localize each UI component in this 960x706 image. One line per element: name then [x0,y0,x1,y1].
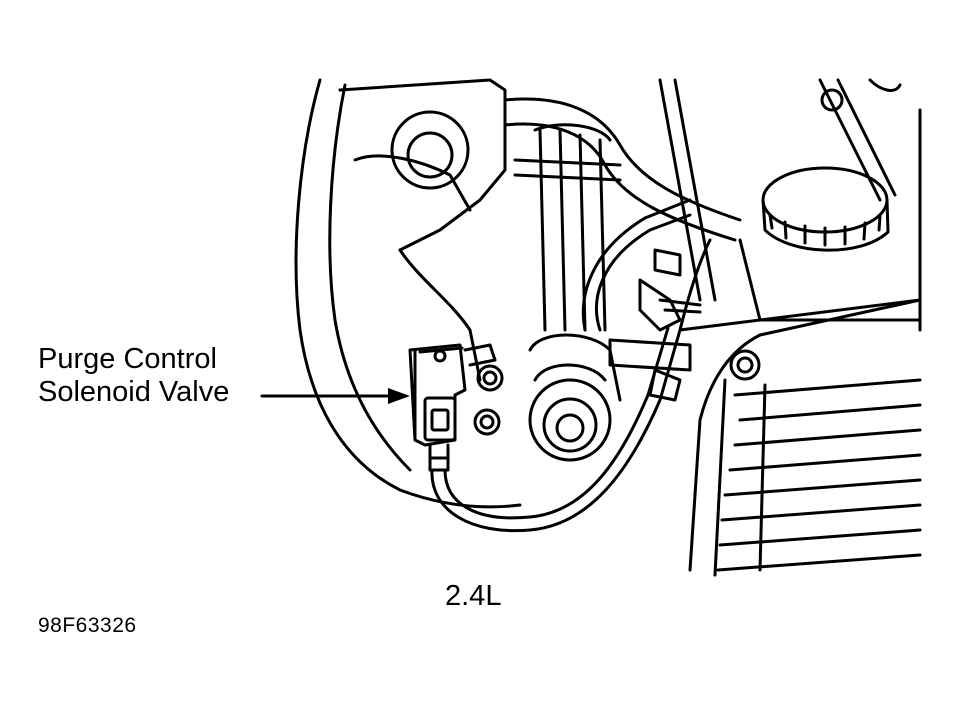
dipstick-tube [658,78,902,302]
purge-solenoid-valve [408,343,497,472]
callout-line-2: Solenoid Valve [38,376,230,408]
callout-leader-arrow [260,388,410,404]
solenoid-mount-bolts [473,364,504,436]
oil-filler-cap [761,166,890,252]
valve-cover [678,108,922,572]
intake-runners [513,123,622,332]
throttle-pulley [528,333,622,462]
callout-line-1: Purge Control [38,343,217,375]
vacuum-fittings [608,248,702,402]
engine-mount-boss [390,110,470,190]
vacuum-hose [430,198,712,533]
engine-housing [294,78,522,509]
purge-control-solenoid-valve-label: Purge Control Solenoid Valve [38,343,229,409]
block-bolt [729,349,761,381]
engine-size-label: 2.4L [445,580,502,612]
cooling-fins [713,378,922,577]
figure-id: 98F63326 [38,614,137,637]
